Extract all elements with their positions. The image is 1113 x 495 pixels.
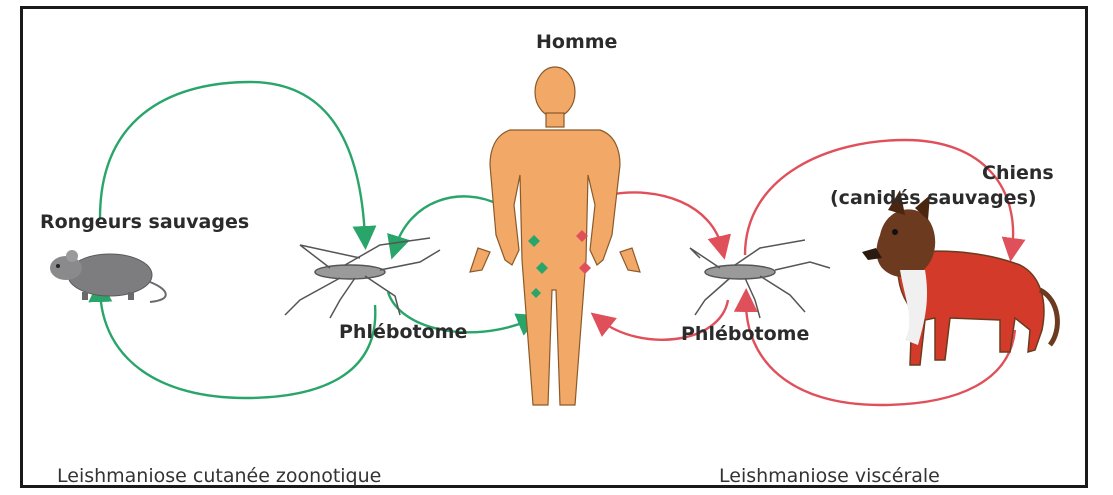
sandfly-icon — [285, 238, 440, 318]
cycle-arrow-human-to-sandfly-red — [608, 192, 722, 248]
rodent-icon — [50, 250, 166, 302]
zoonotic-cycle — [100, 82, 530, 398]
human-figure — [470, 67, 640, 405]
human-label: Homme — [536, 31, 617, 53]
sandfly-icon — [690, 240, 830, 318]
sandfly-right-label: Phlébotome — [681, 323, 809, 345]
visceral-cycle-caption: Leishmaniose viscérale — [719, 465, 940, 487]
cycle-arrow-sandfly-to-rodent — [100, 290, 375, 398]
dogs-label: Chiens — [982, 162, 1054, 184]
cutaneous-cycle-caption: Leishmaniose cutanée zoonotique — [57, 465, 381, 487]
dog-icon — [862, 190, 1057, 365]
sandfly-left-label: Phlébotome — [339, 321, 467, 343]
dogs-sublabel: (canidés sauvages) — [830, 187, 1037, 209]
rodents-label: Rongeurs sauvages — [40, 211, 249, 233]
